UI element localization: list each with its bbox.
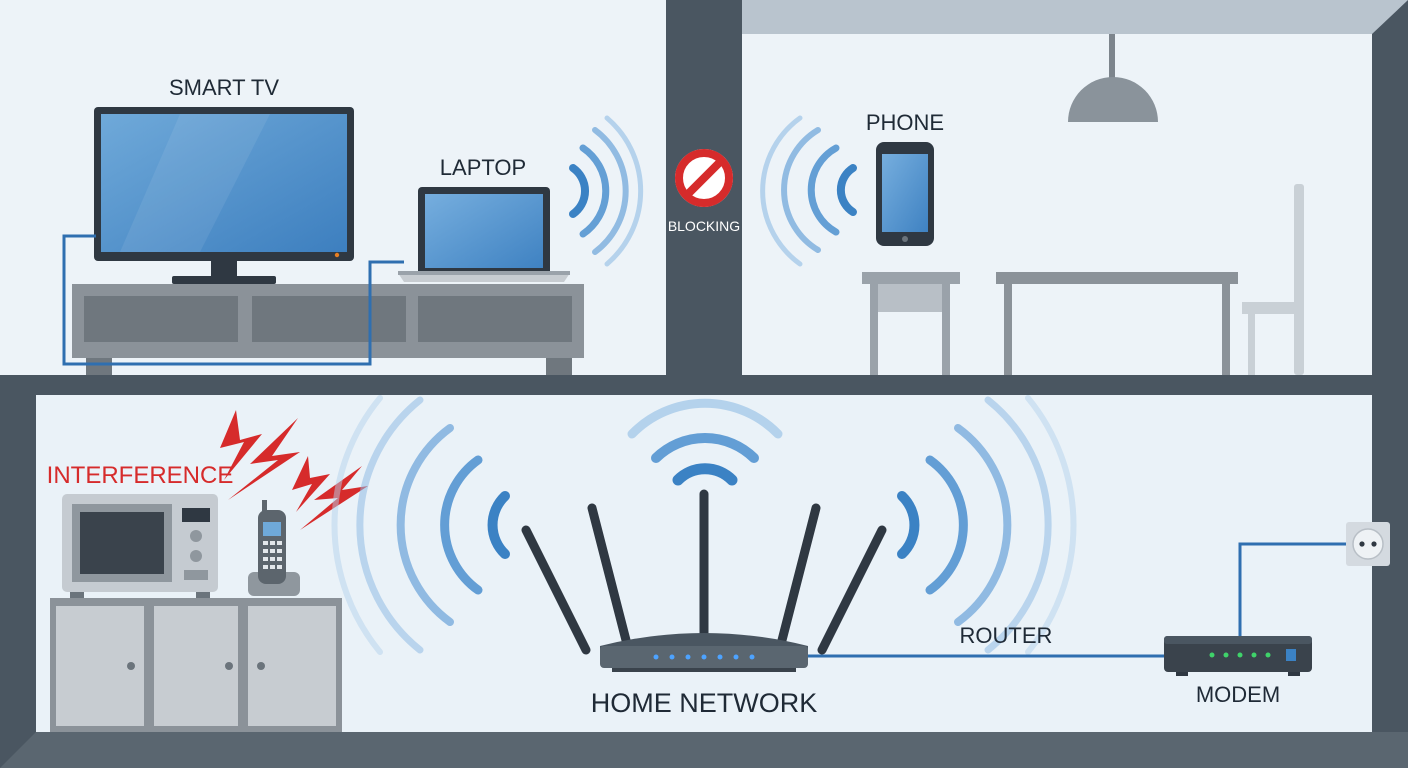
power-outlet-icon <box>1346 522 1390 566</box>
tv-cable <box>62 234 404 366</box>
laptop-label: LAPTOP <box>440 155 526 180</box>
router <box>521 489 887 672</box>
smart-tv-label: SMART TV <box>169 75 279 100</box>
home-network-label: HOME NETWORK <box>591 688 818 718</box>
router-waves-left <box>331 395 510 655</box>
laptop-signal-waves <box>569 115 644 267</box>
wifi-icon <box>627 398 783 486</box>
blocking-label: BLOCKING <box>668 218 740 234</box>
phone-label: PHONE <box>866 110 944 135</box>
router-label: ROUTER <box>960 623 1053 648</box>
router-waves-right <box>897 395 1077 655</box>
tv-cabinet <box>72 284 584 375</box>
phone <box>876 142 934 246</box>
modem <box>1164 636 1312 676</box>
ceiling-lamp <box>1068 34 1158 122</box>
laptop <box>398 187 570 282</box>
interference-label: INTERFERENCE <box>47 462 234 489</box>
dining-furniture <box>862 184 1304 375</box>
modem-outlet-cable <box>1238 542 1346 640</box>
microwave <box>62 494 218 598</box>
cordless-phone <box>248 500 300 596</box>
smart-tv <box>94 107 354 284</box>
modem-label: MODEM <box>1196 682 1280 707</box>
no-entry-icon <box>675 149 733 207</box>
phone-signal-waves <box>760 115 857 267</box>
kitchen-cabinet <box>50 598 342 732</box>
